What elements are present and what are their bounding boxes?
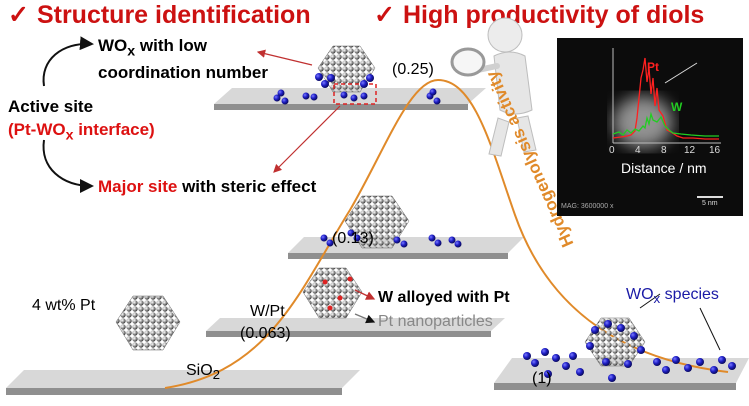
pointer-wox-species-2 [699,307,721,351]
wox-clusters-end [523,320,736,382]
wox-text: WO [98,36,128,55]
wox-species-suffix: species [660,286,719,303]
tem-tick-4: 4 [635,145,641,156]
header-high-productivity: ✓High productivity of diols [374,0,704,30]
peak-value-label: (0.25) [392,61,434,78]
sio2-subscript: 2 [212,367,221,383]
magnifier-person-figure [450,17,537,157]
mid-nanoparticle [344,195,410,249]
wox-low-coordination-label: WOx with low coordination number [98,35,268,83]
interface-close-text: interface) [73,120,155,139]
tem-particle-glow [613,96,673,148]
tem-w-label: W [671,100,683,114]
red-pointer-wox [256,49,313,66]
tem-line-profile-inset: Pt W 0 4 8 12 16 Distance / nm MAG: 3600… [557,38,743,216]
red-pointer-major [273,105,341,173]
sio2-label: SiO2 [186,362,220,382]
interface-highlight-box [333,83,377,105]
active-site-label: Active site [8,96,93,117]
tem-scan-line [664,62,698,84]
tem-tick-0: 0 [609,145,615,156]
major-site-label: Major site with steric effect [98,176,316,197]
pt-nanoparticles-label: Pt nanoparticles [378,313,493,330]
tem-tick-16: 16 [709,145,721,156]
tem-tick-labels: 0 4 8 12 16 [557,145,743,159]
substrate-plate-base [6,370,360,395]
mid-value-label: (0.13) [332,230,374,247]
steric-effect-text: with steric effect [177,177,317,196]
activity-curve [164,78,729,389]
active-site-text: Active site [8,97,94,116]
wox-species-subscript: x [653,291,661,307]
major-site-text: Major site [98,177,178,196]
pt-profile-line [612,57,719,140]
tem-tick-12: 12 [684,145,696,156]
w-pt-label: W/Pt [250,303,285,320]
arrow-to-major-site [42,139,94,193]
pt-nanoparticle [115,295,181,351]
end-value-label: (1) [532,370,552,387]
wox-species-prefix: WO [626,286,654,303]
tem-profile-plot [612,48,721,148]
w-pt-nanoparticle [302,267,363,319]
tem-pt-label: Pt [647,60,659,74]
tem-scale-bar [697,196,723,198]
pt-wox-interface-label: (Pt-WOx interface) [8,119,155,146]
wox-rest-text: with low [135,36,207,55]
checkmark-icon: ✓ [8,1,29,29]
header-right-text: High productivity of diols [402,1,705,29]
wox-subscript: x [127,43,136,60]
w-profile-line [612,111,719,137]
checkmark-icon: ✓ [374,1,395,29]
tem-magnification: MAG: 3600000 x [561,203,614,210]
alloyed-w-atoms [322,276,353,311]
wox-clusters-peak [273,73,441,105]
pointer-pt-nano [354,313,376,324]
wox-clusters-mid [320,229,462,248]
tem-tick-8: 8 [661,145,667,156]
coordination-number-text: coordination number [98,63,268,83]
interface-subscript: x [65,127,74,144]
tem-scale-label: 5 nm [702,200,718,207]
tem-xlabel: Distance / nm [621,160,707,176]
sio2-text: SiO [186,362,213,379]
w-alloyed-label: W alloyed with Pt [378,289,510,306]
pointer-wox-species-1 [639,293,661,309]
header-left-text: Structure identification [36,1,311,29]
wox-species-label: WOx species [626,286,719,306]
pt-loading-label: 4 wt% Pt [32,297,96,314]
w-pt-value-label: (0.063) [240,325,291,342]
interface-open-text: (Pt-WO [8,120,66,139]
pointer-w-alloyed [354,289,376,300]
arrow-to-wox [42,36,94,87]
header-structure-identification: ✓Structure identification [8,0,311,30]
